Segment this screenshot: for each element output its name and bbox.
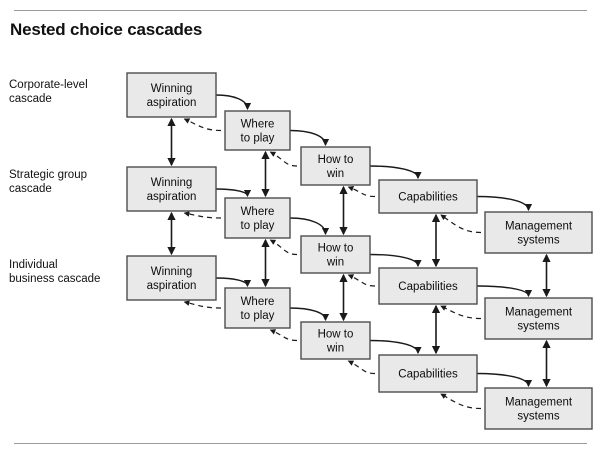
dashed-feedback-wp1-to-wa1 [183,118,222,132]
dashed-feedback-hw3-to-wp3 [269,329,298,342]
solid-arrow-wa1-to-wp1 [215,94,252,111]
dashed-feedback-hw1-to-wp1 [269,151,298,167]
solid-arrow-hw1-to-cp1 [369,165,422,180]
dashed-feedback-cp2-to-hw2 [347,274,376,287]
solid-arrow-cp2-to-ms2 [476,285,533,298]
solid-arrow-wa3-to-wp3 [215,277,252,288]
solid-arrow-wp1-to-hw1 [289,129,330,147]
bottom-divider-rule [14,443,587,444]
dashed-feedback-wp3-to-wa3 [183,300,222,309]
node-label-cp-1: Capabilities [398,192,458,204]
dashed-feedback-ms3-to-cp3 [440,393,482,410]
dashed-feedback-hw2-to-wp2 [269,239,298,256]
node-label-cp-2: Capabilities [398,281,458,293]
links-layer [167,94,551,410]
dashed-feedback-cp1-to-hw1 [347,186,376,198]
dashed-feedback-ms1-to-cp1 [440,214,482,234]
solid-arrow-cp1-to-ms1 [476,195,533,212]
dashed-feedback-ms2-to-cp2 [440,305,482,320]
node-box-cp-1[interactable]: Capabilities [378,179,478,214]
solid-arrow-wp3-to-hw3 [289,307,330,322]
node-box-cp-3[interactable]: Capabilities [378,354,478,393]
solid-arrow-hw2-to-cp2 [369,253,422,268]
solid-arrow-hw3-to-cp3 [369,339,422,355]
dashed-feedback-cp3-to-hw3 [347,360,376,375]
dashed-feedback-wp2-to-wa2 [183,211,222,219]
solid-arrow-cp3-to-ms3 [476,372,533,388]
node-box-cp-2[interactable]: Capabilities [378,267,478,305]
node-label-cp-3: Capabilities [398,369,458,381]
solid-arrow-wa2-to-wp2 [215,188,252,198]
solid-arrow-wp2-to-hw2 [289,217,330,236]
top-divider-rule [14,10,587,11]
page-title: Nested choice cascades [10,20,203,39]
